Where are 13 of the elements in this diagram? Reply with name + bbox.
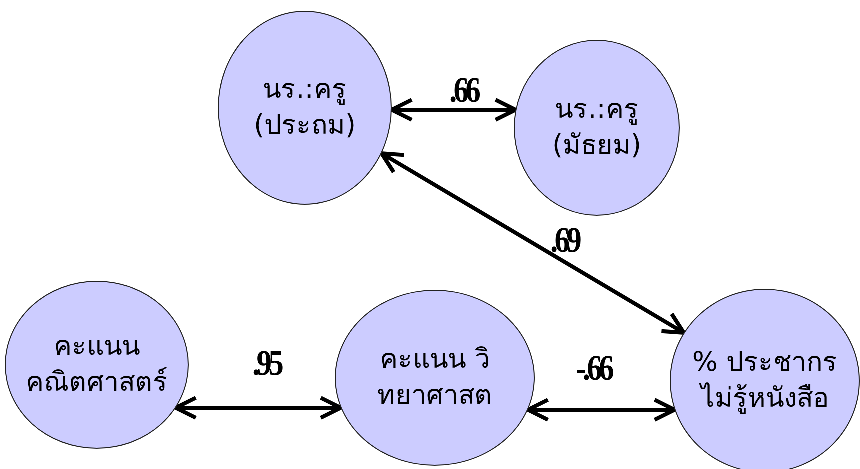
- edge-label: .95: [252, 345, 281, 381]
- double-arrow: [526, 398, 677, 422]
- node-label: นร.:ครู (มัธยม): [551, 93, 643, 163]
- double-arrow: [390, 98, 518, 122]
- edge-label: .69: [550, 222, 579, 258]
- node-label: % ประชากร ไม่รู้หนังสือ: [691, 346, 839, 416]
- node-label: คะแนน คณิตศาสตร์: [25, 330, 169, 400]
- double-arrow: [380, 152, 686, 335]
- edge-label: .66: [449, 72, 478, 108]
- edge-label: -.66: [576, 350, 611, 386]
- node-label: นร.:ครู (ประถม): [252, 73, 358, 143]
- double-arrow: [174, 396, 343, 420]
- node-label: คะแนน วิทยาศาสต: [376, 343, 494, 413]
